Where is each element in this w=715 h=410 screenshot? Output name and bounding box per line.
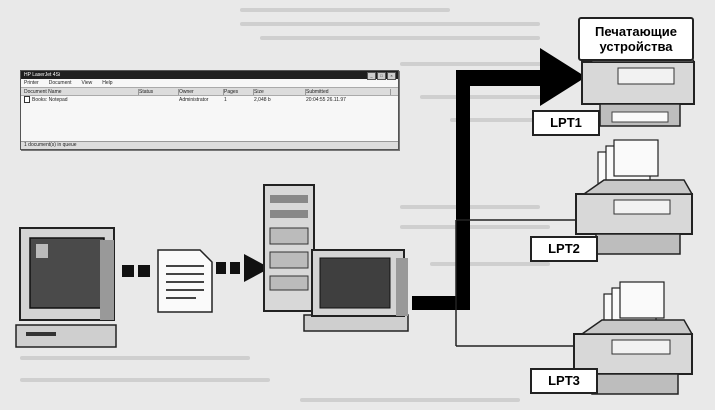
row-submitted: 20:04:55 26.11.97 bbox=[306, 96, 346, 103]
arrow-client-to-document bbox=[122, 265, 150, 277]
maximize-button[interactable]: □ bbox=[377, 72, 386, 80]
document-icon bbox=[24, 96, 30, 103]
printer-2 bbox=[575, 139, 694, 255]
port-label-lpt2: LPT2 bbox=[530, 236, 598, 262]
callout-line-1: Печатающие bbox=[595, 24, 677, 39]
client-computer bbox=[15, 227, 117, 348]
table-row[interactable]: Books: Notepad Administrator 1 2,048 b 2… bbox=[21, 96, 398, 103]
printer-3 bbox=[573, 281, 694, 395]
col-pages[interactable]: Pages bbox=[224, 88, 254, 95]
menu-document[interactable]: Document bbox=[48, 80, 72, 86]
print-server bbox=[263, 184, 409, 332]
queue-header: Document Name Status Owner Pages Size Su… bbox=[21, 88, 398, 96]
print-queue-window: HP LaserJet 4Si _ □ × Printer Document V… bbox=[20, 70, 399, 150]
printing-devices-label: Печатающие устройства bbox=[578, 17, 694, 61]
port-label-lpt1: LPT1 bbox=[532, 110, 600, 136]
col-size[interactable]: Size bbox=[254, 88, 306, 95]
row-name: Books: Notepad bbox=[32, 96, 68, 103]
minimize-button[interactable]: _ bbox=[367, 72, 376, 80]
arrow-document-to-server bbox=[216, 254, 270, 282]
menu-printer[interactable]: Printer bbox=[24, 80, 39, 86]
close-button[interactable]: × bbox=[387, 72, 396, 80]
window-titlebar: HP LaserJet 4Si _ □ × bbox=[21, 71, 398, 80]
port-label-lpt3: LPT3 bbox=[530, 368, 598, 394]
callout-line-2: устройства bbox=[599, 39, 673, 54]
row-owner: Administrator bbox=[179, 96, 209, 103]
status-bar: 1 document(s) in queue bbox=[21, 141, 398, 149]
col-submitted[interactable]: Submitted bbox=[306, 88, 391, 95]
col-status[interactable]: Status bbox=[139, 88, 179, 95]
menu-bar: Printer Document View Help bbox=[21, 79, 398, 88]
col-document-name[interactable]: Document Name bbox=[24, 88, 139, 95]
menu-view[interactable]: View bbox=[81, 80, 93, 86]
row-size: 2,048 b bbox=[254, 96, 271, 103]
col-owner[interactable]: Owner bbox=[179, 88, 224, 95]
row-pages: 1 bbox=[224, 96, 227, 103]
window-title: HP LaserJet 4Si bbox=[24, 72, 61, 78]
document-icon bbox=[157, 249, 213, 313]
menu-help[interactable]: Help bbox=[102, 80, 113, 86]
main-arrow bbox=[412, 48, 586, 310]
